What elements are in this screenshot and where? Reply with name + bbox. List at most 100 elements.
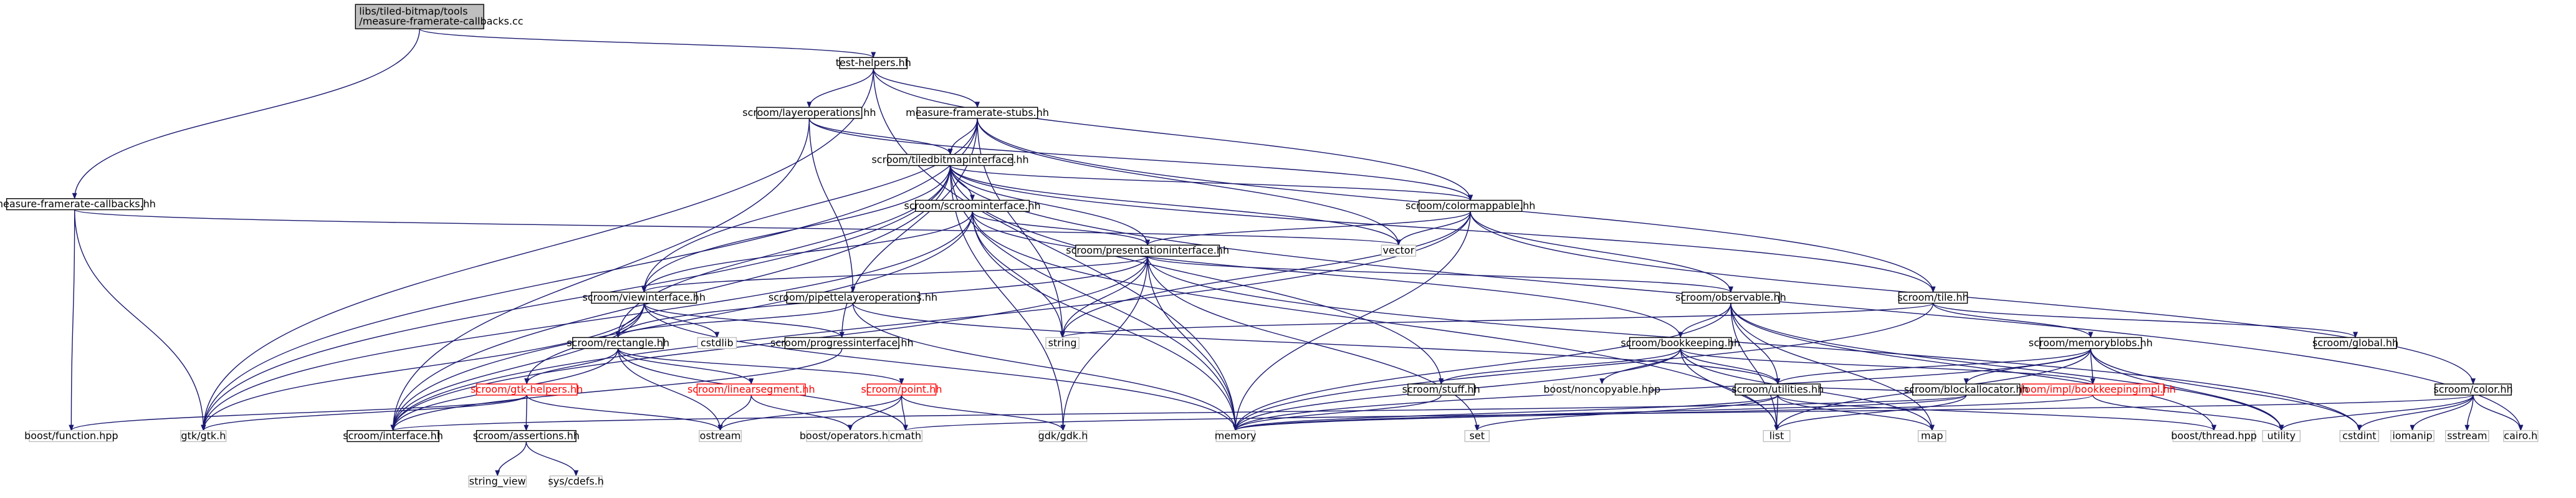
node-label: scroom/viewinterface.hh (583, 292, 706, 304)
node-tiledbitmapinterface[interactable]: scroom/tiledbitmapinterface.hh (871, 154, 1029, 166)
edge-presentationinterface-to-string (1060, 256, 1148, 338)
node-label: cmath (889, 430, 921, 442)
edge-viewinterface-to-progressinterface (643, 303, 845, 338)
edge-viewinterface-to-gtk_gtk (201, 303, 644, 431)
node-layeroperations[interactable]: scroom/layeroperations.hh (742, 107, 876, 119)
node-box (2314, 337, 2397, 349)
edge-layeroperations-to-colormappable (808, 118, 1473, 201)
node-label: scroom/point.hh (861, 383, 942, 395)
node-cstdlib: cstdlib (697, 337, 737, 349)
edge-gtk_helpers-to-gtk_gtk (201, 395, 527, 431)
node-label: scroom/global.hh (2312, 337, 2398, 348)
edge-tiledbitmapinterface-to-viewinterface (641, 165, 951, 293)
edge-blockallocator-to-list (1774, 395, 1967, 431)
node-vector: vector (1381, 244, 1417, 257)
node-pipettelayeroperations[interactable]: scroom/pipettelayeroperations.hh (768, 292, 937, 304)
node-observable[interactable]: scroom/observable.hh (1675, 292, 1786, 304)
node-label: scroom/utilities.hh (1731, 383, 1824, 395)
edge-point-to-ostream (717, 395, 903, 431)
node-tile[interactable]: scroom/tile.hh (1897, 292, 1969, 304)
edge-rectangle-to-linearsegment (617, 348, 754, 385)
node-scroominterface[interactable]: scroom/scroominterface.hh (904, 199, 1041, 212)
node-list: list (1763, 430, 1791, 443)
edge-tiledbitmapinterface-to-memory (949, 165, 1238, 431)
edge-measure_framerate_stubs-to-tiledbitmapinterface (947, 118, 978, 155)
edge-rectangle-to-point (617, 348, 904, 385)
node-label: boost/operators.hpp (800, 430, 901, 442)
node-measure-framerate-stubs[interactable]: measure-framerate-stubs.hh (906, 107, 1049, 119)
edge-bookkeepingimpl-to-utility (2092, 395, 2284, 431)
node-label: sys/cdefs.h (548, 475, 604, 487)
edge-tiledbitmapinterface-to-stuff (949, 165, 1444, 385)
node-box (1682, 292, 1780, 304)
node-box (2503, 430, 2539, 443)
node-presentationinterface[interactable]: scroom/presentationinterface.hh (1066, 244, 1229, 257)
node-bookkeepingimpl[interactable]: scroom/impl/bookkeepingimpl.hh (2010, 383, 2176, 396)
edge-linearsegment-to-boost_operators (750, 395, 853, 431)
node-progressinterface[interactable]: scroom/progressinterface.hh (770, 337, 914, 349)
node-memoryblobs[interactable]: scroom/memoryblobs.hh (2029, 337, 2153, 349)
node-string-view: string_view (468, 475, 527, 487)
node-map: map (1917, 430, 1946, 443)
node-box (699, 430, 742, 443)
node-rectangle[interactable]: scroom/rectangle.hh (567, 337, 669, 349)
node-label: scroom/pipettelayeroperations.hh (768, 292, 937, 304)
edge-colormappable-to-memory (1233, 211, 1471, 431)
node-test-helpers[interactable]: test-helpers.hh (836, 57, 911, 69)
node-box (347, 430, 439, 443)
edge-utilities-to-map (1777, 395, 1935, 431)
node-box (591, 292, 697, 304)
node-point[interactable]: scroom/point.hh (861, 383, 942, 396)
node-root[interactable]: libs/tiled-bitmap/tools/measure-framerat… (355, 4, 524, 29)
edge-measure_framerate_stubs-to-progressinterface (839, 118, 978, 338)
edge-progressinterface-to-interface (390, 348, 843, 431)
node-utilities[interactable]: scroom/utilities.hh (1731, 383, 1824, 396)
edge-colormappable-to-color (1470, 211, 2476, 385)
edge-tiledbitmapinterface-to-presentationinterface (949, 165, 1151, 246)
node-gtk-helpers[interactable]: scroom/gtk-helpers.hh (471, 383, 583, 396)
node-interface[interactable]: scroom/interface.hh (343, 430, 443, 443)
node-box (1763, 430, 1791, 443)
edge-point-to-gdk_gdk (901, 395, 1066, 431)
node-box (1038, 430, 1088, 443)
edge-linearsegment-to-ostream (717, 395, 752, 431)
node-label: scroom/scroominterface.hh (904, 199, 1041, 211)
node-measure-framerate-callbacks[interactable]: measure-framerate-callbacks.hh (0, 198, 156, 211)
node-label: cstdlib (701, 337, 734, 348)
edge-color-to-cstdint (2357, 395, 2474, 431)
node-label: scroom/colormappable.hh (1405, 199, 1535, 211)
node-bookkeeping[interactable]: scroom/bookkeeping.hh (1621, 337, 1740, 349)
edge-bookkeeping-to-list (1680, 348, 1779, 431)
edge-root-to-test_helpers (419, 28, 876, 59)
node-box (866, 383, 937, 396)
edge-colormappable-to-interface (390, 211, 1471, 431)
edge-layeroperations-to-tiledbitmapinterface (808, 118, 953, 155)
edge-utilities-to-list (1774, 395, 1779, 431)
node-sstream: sstream (2444, 430, 2489, 443)
edge-gtk_helpers-to-ostream (526, 395, 723, 431)
node-viewinterface[interactable]: scroom/viewinterface.hh (583, 292, 706, 304)
node-colormappable[interactable]: scroom/colormappable.hh (1405, 199, 1535, 212)
node-global[interactable]: scroom/global.hh (2312, 337, 2398, 349)
node-label: scroom/memoryblobs.hh (2029, 337, 2153, 348)
node-label: memory (1215, 430, 1257, 442)
node-label: set (1470, 430, 1485, 442)
edge-utilities-to-boost_thread (1777, 395, 2216, 431)
edge-bookkeeping-to-stuff (1439, 348, 1681, 385)
node-blockallocator[interactable]: scroom/blockallocator.hh (1904, 383, 2029, 396)
node-label: cairo.h (2504, 430, 2537, 442)
node-stuff[interactable]: scroom/stuff.hh (1402, 383, 1480, 396)
node-color[interactable]: scroom/color.hh (2433, 383, 2513, 396)
node-linearsegment[interactable]: scroom/linearsegment.hh (687, 383, 815, 396)
node-assertions[interactable]: scroom/assertions.hh (473, 430, 580, 443)
node-set: set (1464, 430, 1490, 443)
node-box (29, 430, 114, 443)
node-box (2339, 430, 2380, 443)
edge-test_helpers-to-gtk_gtk (201, 69, 874, 431)
edge-tiledbitmapinterface-to-vector (949, 165, 1401, 246)
node-box (355, 4, 484, 29)
edge-point-to-boost_operators (848, 395, 903, 431)
edge-colormappable-to-string (1060, 211, 1471, 338)
edge-scroominterface-to-viewinterface (641, 211, 973, 293)
